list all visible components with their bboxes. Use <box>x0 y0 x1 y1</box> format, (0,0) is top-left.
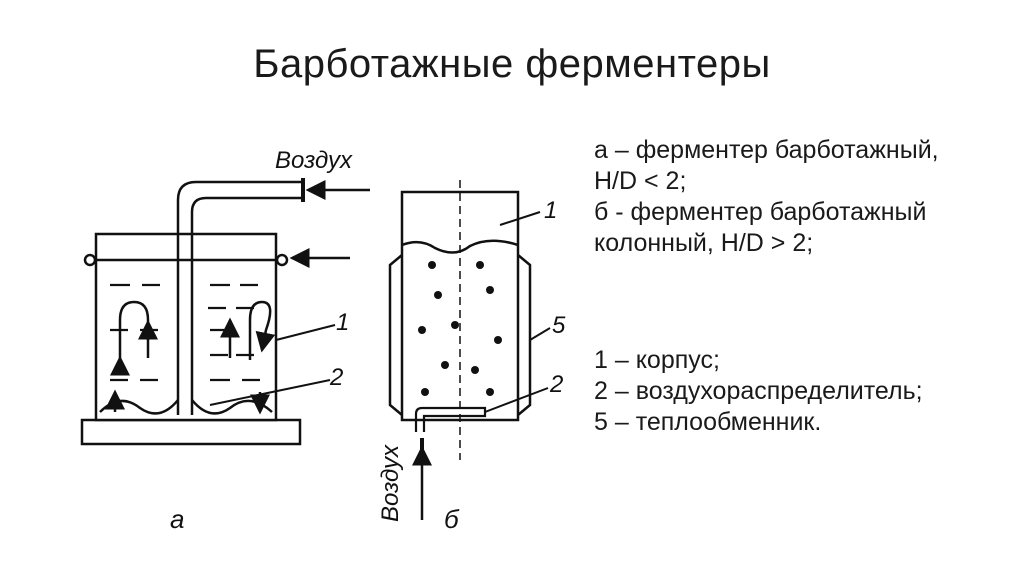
fermenter-b: Воздух 1 5 2 б <box>377 180 566 534</box>
caption-a: а <box>170 504 184 534</box>
slide-title: Барботажные ферментеры <box>253 42 771 86</box>
callout-b-1: 1 <box>544 197 557 224</box>
fermenter-diagram: Воздух 1 2 а <box>80 147 566 534</box>
fermenter-a: Воздух 1 2 а <box>80 147 370 534</box>
fermenter-a-air-pipe <box>176 180 303 415</box>
legend-type-b-line1: б - ферментер барботажный <box>594 198 927 226</box>
callout-b-2: 2 <box>549 371 563 398</box>
callout-a-1: 1 <box>336 309 349 336</box>
legend: а – ферментер барботажный, H/D < 2; б - … <box>594 135 1014 438</box>
heat-exchanger-jacket <box>388 254 532 416</box>
legend-type-a-line1: а – ферментер барботажный, <box>594 136 939 164</box>
legend-part-1: 1 – корпус; <box>594 346 720 374</box>
air-label-b: Воздух <box>377 444 404 522</box>
legend-type-b-line2: колонный, H/D > 2; <box>594 229 814 257</box>
legend-part-2: 2 – воздухораспределитель; <box>594 377 923 405</box>
air-label-a: Воздух <box>275 147 353 174</box>
callout-b-5: 5 <box>552 312 566 339</box>
callout-a-2: 2 <box>329 364 343 391</box>
fermenter-a-vessel <box>94 232 278 422</box>
legend-part-5: 5 – теплообменник. <box>594 408 822 436</box>
fermenter-a-base <box>80 418 302 446</box>
caption-b: б <box>444 504 460 534</box>
legend-type-a-line2: H/D < 2; <box>594 167 687 195</box>
